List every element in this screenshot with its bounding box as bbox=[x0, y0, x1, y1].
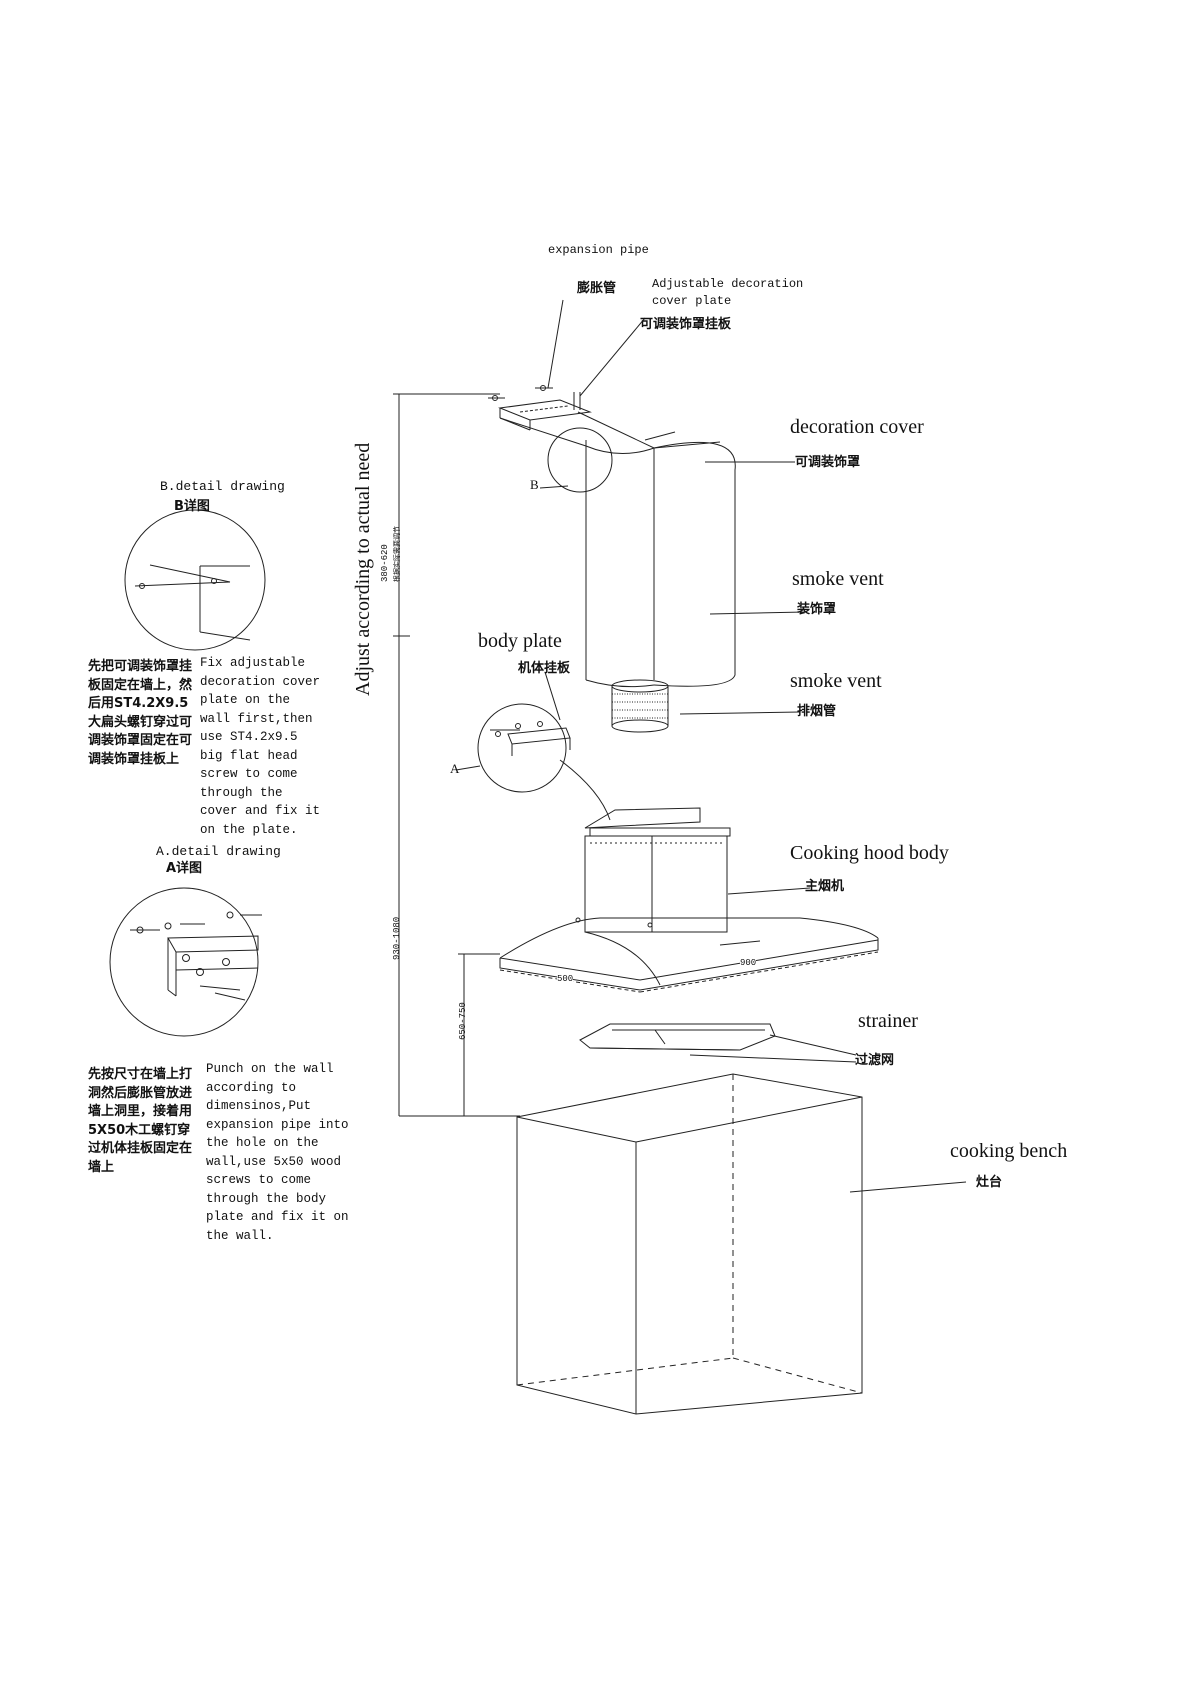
cooking-bench-label-cn: 灶台 bbox=[976, 1175, 1003, 1190]
dimension-900: 900 bbox=[740, 958, 757, 969]
detail-b-note-en: Fix adjustable decoration cover plate on… bbox=[200, 654, 320, 839]
note-line: screw to come bbox=[200, 767, 298, 781]
detail-a-circle bbox=[110, 888, 258, 1036]
note-line: cover and fix it bbox=[200, 804, 321, 818]
note-line: wall first,then bbox=[200, 711, 313, 726]
detail-a-bracket bbox=[130, 912, 262, 1000]
dimension-500: 500 bbox=[557, 974, 574, 985]
expansion-pipe-label-cn: 膨胀管 bbox=[577, 281, 617, 296]
adjustable-plate-label-cn: 可调装饰罩挂板 bbox=[640, 317, 732, 332]
cooking-bench-label-en: cooking bench bbox=[950, 1140, 1068, 1162]
strainer bbox=[580, 1024, 775, 1050]
dimension-upper-label: 380-620 bbox=[380, 544, 390, 582]
hood-body-label-en: Cooking hood body bbox=[790, 842, 949, 864]
note-line: according to bbox=[206, 1080, 297, 1095]
expansion-pipe-label-en: expansion pipe bbox=[548, 243, 649, 257]
detail-b-marker-circle bbox=[548, 428, 612, 492]
decoration-cover-label-cn: 可调装饰罩 bbox=[795, 455, 861, 470]
cooking-bench bbox=[517, 1074, 862, 1414]
detail-a-note-cn: 先按尺寸在墙上打洞然后膨胀管放进墙上洞里，接着用5X50木工螺钉穿过机体挂板固定… bbox=[88, 1067, 193, 1175]
note-line: on the plate. bbox=[200, 822, 298, 837]
note-line: plate and fix it on bbox=[206, 1210, 349, 1224]
note-line: big flat head bbox=[200, 748, 298, 763]
strainer-label-cn: 过滤网 bbox=[855, 1053, 895, 1068]
note-line: plate on the bbox=[200, 693, 291, 707]
note-line: through the bbox=[200, 785, 283, 800]
flexible-exhaust-pipe bbox=[612, 680, 668, 732]
adjustable-plate-label-en-2: cover plate bbox=[652, 294, 732, 308]
note-line: screws to come bbox=[206, 1173, 312, 1187]
adjustable-plate-label-en-1: Adjustable decoration bbox=[652, 277, 804, 291]
detail-a-title-cn: A详图 bbox=[166, 861, 203, 876]
dimension-full-label: 930-1080 bbox=[392, 916, 402, 960]
marker-b: B bbox=[530, 477, 539, 492]
note-line: the wall. bbox=[206, 1228, 274, 1243]
detail-b-circle bbox=[125, 510, 265, 650]
note-line: the hole on the bbox=[206, 1136, 319, 1150]
hood-body-label-cn: 主烟机 bbox=[805, 879, 845, 894]
smoke-vent-label-en-2: smoke vent bbox=[790, 670, 882, 692]
detail-b-title-en: B.detail drawing bbox=[160, 479, 285, 494]
note-line: dimensinos,Put bbox=[206, 1099, 312, 1113]
dimension-upper-label-cn: 根据实际需要调节 bbox=[393, 526, 401, 582]
note-line: Punch on the wall bbox=[206, 1062, 334, 1076]
strainer-label-en: strainer bbox=[858, 1010, 918, 1032]
note-line: use ST4.2x9.5 bbox=[200, 730, 298, 744]
expansion-pipe-screws bbox=[488, 386, 553, 401]
note-line: expansion pipe into bbox=[206, 1117, 349, 1132]
smoke-vent-label-en-1: smoke vent bbox=[792, 568, 884, 590]
body-plate-label-en: body plate bbox=[478, 630, 562, 652]
dimension-lower-label: 650-750 bbox=[458, 1002, 468, 1040]
adjust-vertical-label: Adjust according to actual need bbox=[352, 442, 374, 696]
body-plate-bracket bbox=[490, 722, 570, 757]
note-line: wall,use 5x50 wood bbox=[206, 1154, 342, 1169]
decoration-cover-label-en: decoration cover bbox=[790, 416, 924, 438]
detail-a-marker-circle bbox=[478, 704, 566, 792]
marker-a: A bbox=[450, 761, 460, 776]
smoke-vent-label-cn-1: 装饰罩 bbox=[797, 602, 837, 617]
detail-a-title-en: A.detail drawing bbox=[156, 844, 281, 859]
decoration-cover bbox=[500, 412, 735, 687]
detail-b-title-cn: B详图 bbox=[174, 499, 210, 514]
note-line: decoration cover bbox=[200, 674, 321, 689]
body-plate-label-cn: 机体挂板 bbox=[518, 661, 571, 676]
detail-a-note-en: Punch on the wall according to dimensino… bbox=[206, 1060, 349, 1245]
cover-plate-bracket bbox=[500, 392, 590, 430]
cooking-hood-body bbox=[500, 808, 878, 990]
note-line: Fix adjustable bbox=[200, 656, 306, 670]
note-line: through the body bbox=[206, 1191, 327, 1206]
smoke-vent-label-cn-2: 排烟管 bbox=[797, 704, 837, 719]
detail-b-note-cn: 先把可调装饰罩挂板固定在墙上，然后用ST4.2X9.5大扁头螺钉穿过可调装饰罩固… bbox=[88, 659, 193, 767]
